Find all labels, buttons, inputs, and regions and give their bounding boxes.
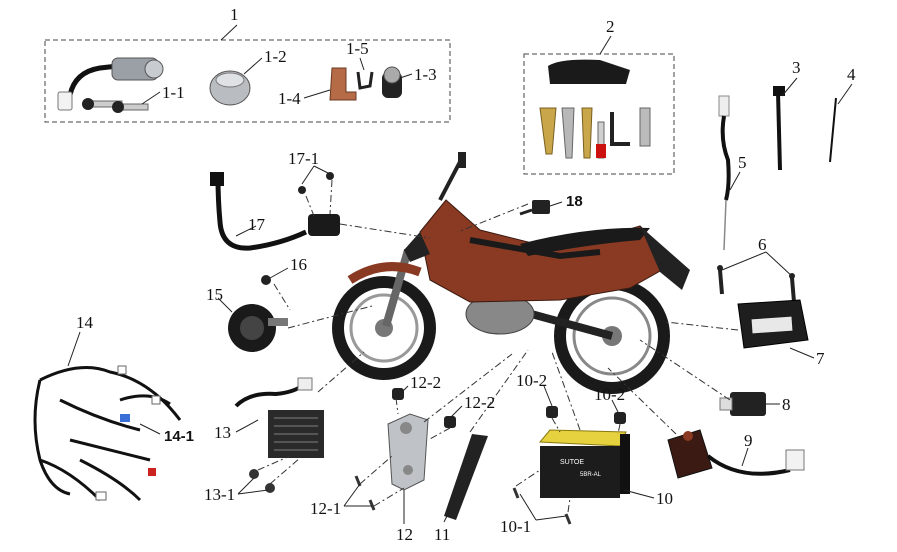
label-5: 5: [738, 153, 747, 172]
label-13-1: 13-1: [204, 485, 235, 504]
label-10-1: 10-1: [500, 517, 531, 536]
motorcycle-illustration: [332, 152, 690, 394]
label-4: 4: [847, 65, 856, 84]
label-10: 10: [656, 489, 673, 508]
speedometer-cable-part: [718, 95, 731, 251]
lock-bracket-part: [329, 67, 374, 101]
label-10-2a: 10-2: [516, 371, 547, 390]
label-2: 2: [606, 17, 615, 36]
horn-bolt-part: [261, 275, 271, 285]
label-7: 7: [816, 349, 825, 368]
group-1-box: [44, 39, 451, 123]
regulator-bolt-a: [249, 469, 259, 479]
battery-bolt-a: [512, 487, 520, 499]
label-16: 16: [290, 255, 307, 274]
harness-connectors: [95, 365, 161, 501]
label-10-2b: 10-2: [594, 385, 625, 404]
group-2-box: [523, 53, 675, 175]
label-1-5: 1-5: [346, 39, 369, 58]
label-6: 6: [758, 235, 767, 254]
coil-bolt-b: [326, 172, 334, 180]
label-17: 17: [248, 215, 266, 234]
battery-nut-a: [546, 406, 558, 418]
starter-nut-b: [444, 416, 456, 428]
battery-part: SUTOE 5BR-AL: [538, 429, 630, 498]
label-1-4: 1-4: [278, 89, 301, 108]
coil-bolt-a: [298, 186, 306, 194]
ignition-coil-part: [210, 172, 340, 251]
battery-model: 5BR-AL: [580, 472, 602, 478]
label-12-2a: 12-2: [410, 373, 441, 392]
regulator-bolt-b: [265, 483, 275, 493]
fuel-cap-part: [209, 70, 251, 106]
regulator-part: [234, 377, 324, 458]
starter-relay-part: [667, 429, 805, 479]
strap-part: [829, 97, 837, 163]
label-11: 11: [434, 525, 450, 544]
label-13: 13: [214, 423, 231, 442]
label-15: 15: [206, 285, 223, 304]
battery-brand: SUTOE: [560, 459, 584, 466]
label-1-2: 1-2: [264, 47, 287, 66]
label-1-3: 1-3: [414, 65, 437, 84]
label-9: 9: [744, 431, 753, 450]
horn-part: [228, 304, 288, 352]
label-12-1: 12-1: [310, 499, 341, 518]
starter-nut-a: [392, 388, 404, 400]
leader-lines: [257, 179, 739, 513]
battery-nut-b: [614, 412, 626, 424]
ecu-bolts-part: [717, 265, 796, 303]
sensor-part: [519, 200, 550, 216]
label-17-1: 17-1: [288, 149, 319, 168]
label-leaders: [67, 57, 853, 524]
starter-motor-part: [387, 413, 429, 491]
battery-bolt-b: [564, 513, 572, 525]
seat-lock-part: [382, 66, 402, 98]
cable-tie-part: [773, 86, 785, 171]
label-1-1: 1-1: [162, 83, 185, 102]
label-18: 18: [566, 193, 583, 210]
flasher-relay-part: [719, 392, 766, 416]
label-14-1: 14-1: [164, 428, 194, 445]
label-8: 8: [782, 395, 791, 414]
label-12: 12: [396, 525, 413, 544]
battery-strap-part: [444, 434, 488, 520]
tool-kit-part: [539, 59, 651, 159]
label-12-2b: 12-2: [464, 393, 495, 412]
label-3: 3: [792, 58, 801, 77]
label-14: 14: [76, 313, 94, 332]
label-1: 1: [230, 5, 239, 24]
ignition-switch-part: [57, 57, 164, 113]
wiring-harness-part: [33, 366, 182, 502]
ecu-part: [737, 299, 809, 349]
